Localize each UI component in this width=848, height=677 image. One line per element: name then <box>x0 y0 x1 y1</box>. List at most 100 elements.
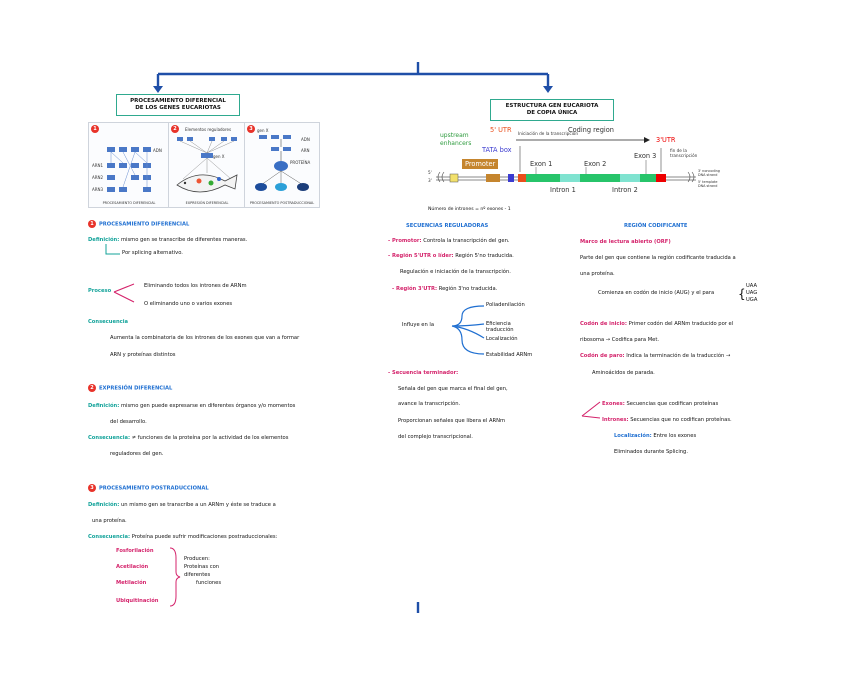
col3-stop-text2: Aminoácidos de parada. <box>592 370 655 376</box>
s1-def-sub: Por splicing alternativo. <box>122 250 183 256</box>
tree-connector <box>153 62 553 93</box>
gene-strand-noncoding: 5' template DNA strand <box>698 180 718 188</box>
col2-title: SECUENCIAS REGULADORAS <box>406 223 489 229</box>
col2-influye-3: Localización <box>486 336 518 342</box>
col2-utr3: - Región 3'UTR: Región 3'no traducida. <box>392 286 498 292</box>
s1-title: PROCESAMIENTO DIFERENCIAL <box>99 221 190 228</box>
s1-cons-text1: Aumenta la combinatoria de los intrones … <box>110 335 300 341</box>
figure-3-label-adn: ADN <box>301 137 310 142</box>
s1-process-a: Eliminando todos los intrones de ARNm <box>144 283 247 289</box>
s2-definition: Definición: mismo gen puede expresarse e… <box>88 403 295 410</box>
s3-mod-1: Fosforilación <box>116 548 154 554</box>
col2-influye-branch <box>451 305 485 355</box>
s1-definition: Definición: mismo gen se transcribe de d… <box>88 237 247 244</box>
figure-2-diagram <box>176 137 238 193</box>
col2-influye-2: Eficiencia traducción <box>486 321 514 333</box>
s1-number: 1 <box>88 220 96 228</box>
gene-label-coding-region: Coding region <box>568 126 614 134</box>
col3-loc-label: Localización: <box>614 433 652 439</box>
s3-mod-2: Acetilación <box>116 564 149 570</box>
col3-stop-codon-3: UGA <box>746 297 758 303</box>
col3-start-label: Codón de inicio: <box>580 321 627 327</box>
col2-utr3-text: Región 3'no traducida. <box>438 286 498 292</box>
col3-intron-label: Intrones: <box>602 417 629 423</box>
col2-promotor-label: Promotor: <box>391 238 422 244</box>
col3-exon: Exones: Secuencias que codifican proteín… <box>602 401 718 408</box>
figure-1-diagram <box>107 147 151 192</box>
gene-label-exon3: Exon 3 <box>634 152 657 160</box>
s3-def-text2: una proteína. <box>92 518 127 524</box>
figure-3-label-arn: ARN <box>301 148 310 153</box>
gene-strand-5: 5' <box>428 170 432 175</box>
s3-mod-4: Ubiquitinación <box>116 598 159 604</box>
right-title-line2: DE COPIA ÚNICA <box>526 110 578 116</box>
gene-diagram-graphics <box>436 137 696 183</box>
figure-differential-processing: 1 ADN ARN1 ARN2 ARN3 PROCESAMIENTO DIFER… <box>88 122 170 208</box>
col3-orf-text2: una proteína. <box>580 271 615 277</box>
s1-def-label: Definición: <box>88 237 120 243</box>
figure-1-label-adn: ADN <box>153 148 162 153</box>
gene-label-intron2: Intron 2 <box>612 186 638 194</box>
s2-number: 2 <box>88 384 96 392</box>
figure-1-label-arn2: ARN2 <box>92 175 104 180</box>
s2-title: EXPRESIÓN DIFERENCIAL <box>99 385 173 392</box>
col3-loc: Localización: Entre los exones <box>614 433 696 440</box>
left-title-line1: PROCESAMIENTO DIFERENCIAL <box>130 98 226 104</box>
col3-title: REGIÓN CODIFICANTE <box>624 223 688 229</box>
figure-2-number: 2 <box>171 125 179 133</box>
s2-cons-text2: reguladores del gen. <box>110 451 164 457</box>
s1-process-b: O eliminando uno o varios exones <box>144 301 233 307</box>
gene-note-start: Iniciación de la transcripción <box>518 131 579 136</box>
col2-sec: - Secuencia terminador: <box>388 370 459 376</box>
s3-mods-brace <box>169 547 181 607</box>
figure-3-label-gene: gen X <box>257 128 269 133</box>
col3-intron-text: Secuencias que no codifican proteínas. <box>630 417 732 423</box>
col2-utr3-label: Región 3'UTR: <box>395 286 438 292</box>
s3-number: 3 <box>88 484 96 492</box>
s3-result-3: diferentes <box>184 572 211 578</box>
gene-strand-coding: 3' noncoding DNA strand <box>698 169 720 177</box>
s2-consequence: Consecuencia: ≠ funciones de la proteína… <box>88 435 288 442</box>
col3-stop-codon-1: UAA <box>746 283 758 289</box>
col3-start-text2: ribosoma → Codifica para Met. <box>580 337 660 343</box>
col3-orf-label: Marco de lectura abierto (ORF) <box>580 239 671 245</box>
s3-result-4: funciones <box>196 580 222 586</box>
s3-def-text: un mismo gen se transcribe a un ARNm y é… <box>120 502 276 508</box>
figure-2-caption: EXPRESIÓN DIFERENCIAL <box>185 201 229 205</box>
gene-note-stop: fin de la transcripción <box>670 148 698 158</box>
col2-influye-1: Poliadenilación <box>486 302 525 308</box>
figure-2-label-regulators: Elementos reguladores <box>185 127 232 132</box>
col2-sec-text3: Proporcionan señales que libera el ARNm <box>398 418 506 424</box>
bottom-marker <box>416 602 420 613</box>
s3-cons-text: Proteína puede sufrir modificaciones pos… <box>131 534 278 540</box>
right-title-box: ESTRUCTURA GEN EUCARIOTA DE COPIA ÚNICA <box>490 99 614 121</box>
col3-orf-text3: Comienza en codón de inicio (AUG) y el p… <box>598 290 715 296</box>
col3-start-text: Primer codón del ARNm traducido por el <box>628 321 734 327</box>
s2-def-label: Definición: <box>88 403 120 409</box>
col3-stop-brace: { <box>738 287 746 301</box>
col2-influye: Influye en la <box>402 322 435 328</box>
figure-2-label-gene: gen X <box>213 154 225 159</box>
column-regulatory: SECUENCIAS REGULADORAS - Promotor: Contr… <box>388 220 588 460</box>
col3-stop-text: Indica la terminación de la traducción → <box>626 353 731 359</box>
col3-orf-text1: Parte del gen que contiene la región cod… <box>580 255 736 261</box>
s1-cons-label: Consecuencia <box>88 319 129 325</box>
figure-1-caption: PROCESAMIENTO DIFERENCIAL <box>102 201 156 205</box>
gene-label-exon2: Exon 2 <box>584 160 607 168</box>
s1-def-bracket <box>105 244 120 255</box>
col3-loc-text: Entre los exones <box>653 433 697 439</box>
s3-cons-label: Consecuencia: <box>88 534 131 540</box>
col2-promotor-text: Controla la transcripción del gen. <box>423 238 510 244</box>
col3-exon-intron-branch <box>581 401 601 419</box>
s1-def-text: mismo gen se transcribe de diferentes ma… <box>120 237 248 243</box>
s3-definition: Definición: un mismo gen se transcribe a… <box>88 502 276 509</box>
figure-posttranslational: 3 gen X ADN ARN PROTEÍNA PROCESAMIENTO P… <box>244 122 320 208</box>
figure-3-number: 3 <box>247 125 255 133</box>
intron-exon-note: Número de intrones = nº exones - 1 <box>428 207 511 212</box>
figure-3-caption: PROCESAMIENTO POSTRADUCCIONAL <box>249 201 315 205</box>
gene-label-intron1: Intron 1 <box>550 186 576 194</box>
